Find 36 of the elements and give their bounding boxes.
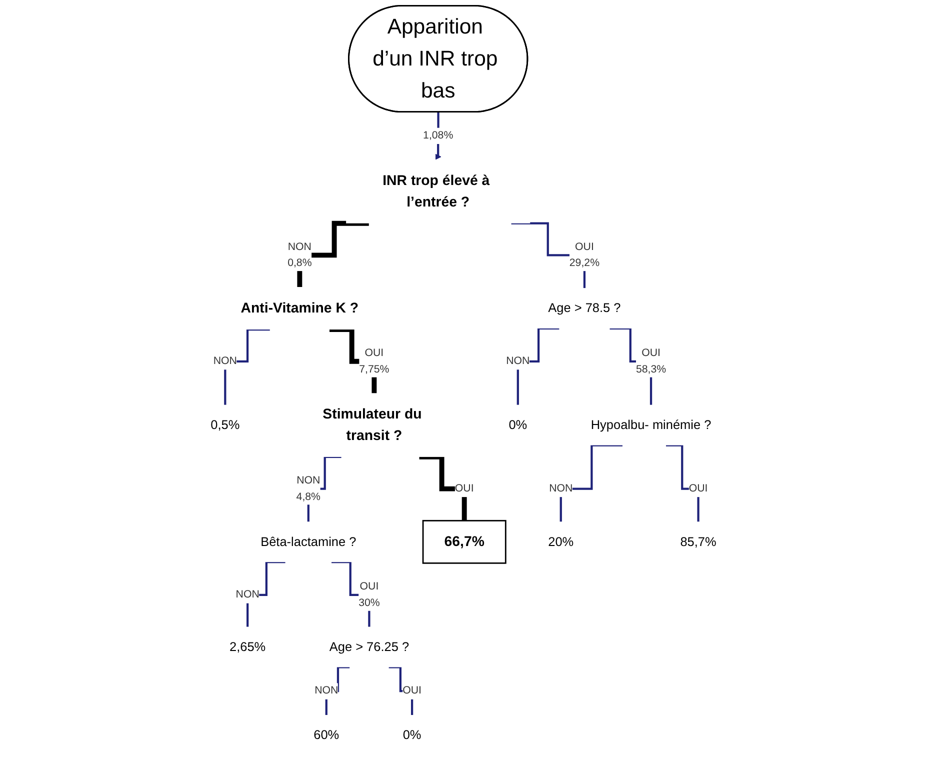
edge-label: OUI (575, 240, 594, 253)
connector (560, 444, 622, 523)
edge-label: OUI (454, 482, 474, 494)
edge-label: NON (288, 240, 312, 253)
node-label: 30% (358, 596, 380, 608)
node-text: 0% (508, 418, 528, 432)
node-label: 7,75% (359, 362, 390, 375)
node-label: 29,2% (569, 256, 600, 269)
edge-label: NON (296, 474, 320, 486)
edge-label: NON (506, 354, 530, 367)
node-label: 58,3% (636, 362, 666, 375)
edge-label: OUI (688, 482, 708, 494)
edge-label: NON (549, 482, 573, 494)
node-text: 0,5% (210, 418, 240, 432)
connector (666, 444, 700, 523)
connector (224, 328, 270, 406)
edge-label: NON (236, 588, 260, 600)
edge-label: NON (213, 354, 237, 367)
node-text: 0% (402, 728, 422, 742)
node-label: 4,8% (296, 490, 320, 502)
node-text: 85,7% (680, 534, 716, 549)
node-label: 0,8% (288, 256, 312, 269)
edge-label: OUI (360, 580, 379, 593)
node-text: 20% (548, 534, 574, 549)
node-text: 2,65% (230, 640, 266, 654)
connector (325, 666, 350, 716)
connector (246, 561, 286, 628)
edge-label: NON (314, 684, 338, 697)
connector (516, 327, 560, 406)
edge-label: OUI (402, 684, 422, 697)
edge-label: 1,08% (423, 129, 454, 142)
node-box: 66,7% (422, 520, 506, 564)
connector (388, 666, 414, 716)
edge-label: OUI (364, 346, 384, 359)
node-text: 60% (314, 728, 340, 742)
edge-label: OUI (642, 346, 660, 359)
